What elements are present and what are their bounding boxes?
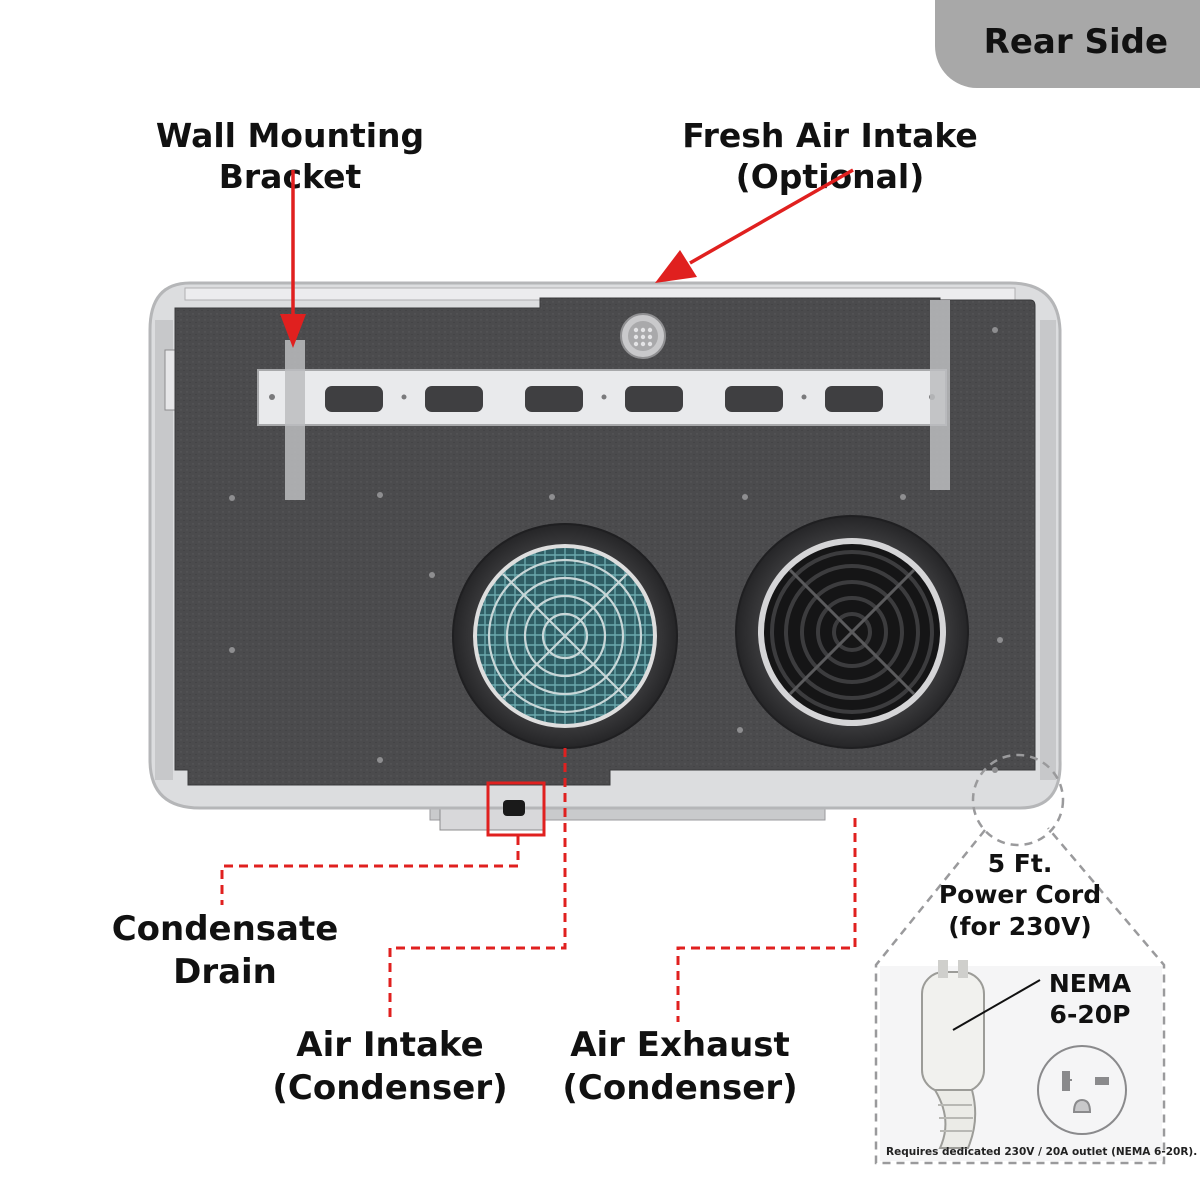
outlet-requirement-note: Requires dedicated 230V / 20A outlet (NE… — [886, 1146, 1198, 1158]
drain-leader — [220, 836, 520, 905]
power-plug-illustration — [921, 960, 985, 1149]
air-intake-label: Air Intake (Condenser) — [272, 1025, 508, 1108]
exhaust-leader — [676, 818, 857, 1022]
plug-pointer-line — [952, 979, 1041, 1031]
fresh-air-arrow — [655, 168, 854, 283]
wall-mounting-bracket-label: Wall Mounting Bracket — [155, 116, 425, 197]
condensate-drain-highlight — [486, 781, 546, 837]
left-side-strip — [155, 320, 173, 780]
rear-side-tag: Rear Side — [935, 0, 1200, 88]
fresh-air-intake-label: Fresh Air Intake (Optional) — [682, 116, 978, 197]
air-intake-vent — [452, 523, 678, 749]
wall-mounting-bracket — [257, 369, 947, 426]
nema-outlet-icon — [1037, 1045, 1127, 1135]
right-side-strip — [1040, 320, 1056, 780]
intake-leader — [388, 748, 567, 1022]
power-cord-label: 5 Ft. Power Cord (for 230V) — [938, 849, 1102, 941]
tape-strip-left — [285, 340, 305, 500]
condensate-drain-label: Condensate Drain — [111, 909, 339, 992]
power-cord-callout — [874, 753, 1166, 1165]
air-exhaust-label: Air Exhaust (Condenser) — [562, 1025, 798, 1108]
rear-side-tag-text: Rear Side — [983, 22, 1168, 62]
nema-plug-label: NEMA 6-20P — [1048, 969, 1132, 1030]
wall-bracket-arrow — [280, 170, 306, 348]
air-exhaust-vent — [735, 515, 969, 749]
tape-strip-right — [930, 300, 950, 490]
